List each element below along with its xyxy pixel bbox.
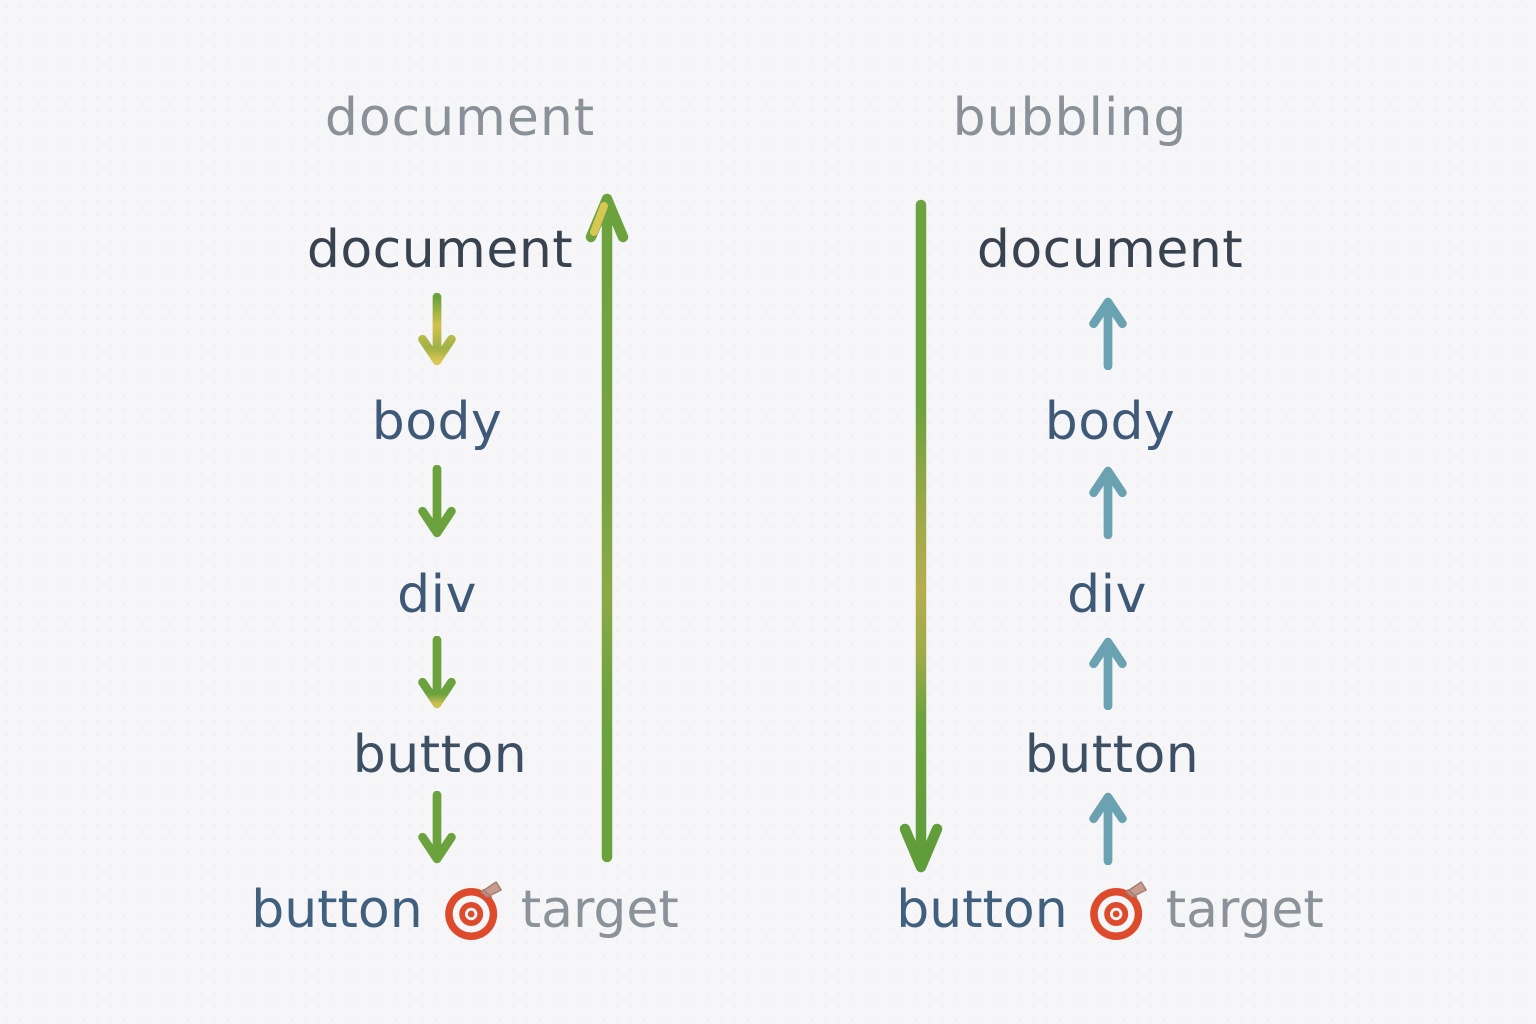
target-bullseye-icon: [444, 881, 502, 940]
node-div: div: [1067, 565, 1147, 625]
node-button: button: [1024, 725, 1200, 785]
long-arrow-up-icon: [585, 193, 629, 863]
bubbling-column-title: bubbling: [952, 88, 1188, 148]
node-button: button: [352, 725, 528, 785]
arrow-down-icon: [418, 293, 456, 366]
arrow-down-icon: [418, 791, 456, 864]
node-body: body: [1044, 392, 1176, 452]
arrow-down-icon: [418, 636, 456, 709]
node-div: div: [397, 565, 477, 625]
target-word: target: [1165, 880, 1324, 940]
node-body: body: [371, 392, 503, 452]
capturing-column-title: document: [324, 88, 596, 148]
target-button-label: button: [251, 880, 423, 940]
node-document: document: [976, 220, 1244, 280]
arrow-up-icon: [1089, 637, 1127, 710]
target-word: target: [520, 880, 679, 940]
arrow-up-icon: [1089, 466, 1127, 539]
arrow-up-icon: [1089, 792, 1127, 865]
target-button-label: button: [896, 880, 1068, 940]
node-document: document: [306, 220, 574, 280]
long-arrow-down-icon: [899, 199, 943, 873]
target-row: button target: [896, 878, 1324, 942]
arrow-down-icon: [418, 465, 456, 538]
arrow-up-icon: [1089, 297, 1127, 370]
target-row: button target: [251, 878, 679, 942]
target-bullseye-icon: [1089, 881, 1147, 940]
